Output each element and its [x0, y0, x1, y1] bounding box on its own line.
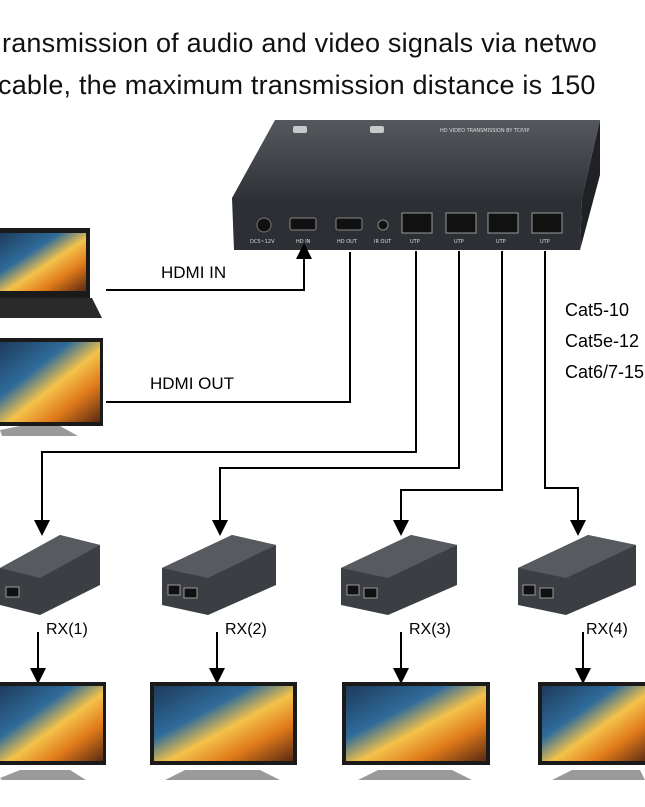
port-label-utp-3: UTP	[496, 239, 506, 245]
cable-spec-2: Cat5e-12	[565, 331, 640, 351]
hdmi-out-label: HDMI OUT	[150, 374, 235, 393]
receiver-1	[0, 535, 100, 615]
utp-port-4-icon	[531, 212, 563, 234]
port-label-utp-4: UTP	[540, 239, 550, 245]
receiver-2	[162, 535, 276, 615]
connection-lines	[30, 243, 591, 684]
rx-label-4: RX(4)	[586, 621, 628, 638]
headline-line-1: ransmission of audio and video signals v…	[2, 28, 597, 58]
local-monitor-stand	[0, 426, 78, 436]
port-label-utp-2: UTP	[454, 239, 464, 245]
utp-line-4	[544, 251, 586, 536]
port-label-hd-out: HD OUT	[337, 239, 358, 245]
hdmi-in-label: HDMI IN	[161, 263, 227, 282]
transmitter-top-label: HD VIDEO TRANSMISSION BY TCP/IP	[440, 128, 529, 134]
local-monitor-screen	[0, 342, 100, 422]
cable-spec-3: Cat6/7-15	[565, 362, 645, 382]
utp-port-2-icon	[445, 212, 477, 234]
receiver-3	[341, 535, 457, 615]
utp-line-1	[34, 251, 417, 536]
rx-label-2: RX(2)	[225, 621, 267, 638]
dc-port-icon	[256, 217, 272, 233]
hdmi-in-line	[106, 243, 312, 291]
laptop-screen	[0, 233, 86, 291]
laptop-source	[0, 228, 102, 318]
remote-monitor-1	[0, 682, 106, 780]
hdmi-out-line	[106, 252, 351, 403]
cable-spec-1: Cat5-10	[565, 300, 630, 320]
transmitter-top	[232, 120, 600, 198]
port-label-ir-out: IR OUT	[374, 239, 392, 245]
port-label-dc: DC5~12V	[250, 239, 275, 245]
hd-out-port-icon	[335, 217, 363, 231]
rx-label-1: RX(1)	[46, 621, 88, 638]
remote-monitor-4	[538, 682, 645, 780]
utp-line-2	[212, 251, 460, 536]
receiver-4	[518, 535, 636, 615]
remote-monitor-3	[342, 682, 490, 780]
rx-label-3: RX(3)	[409, 621, 451, 638]
port-label-utp-1: UTP	[410, 239, 420, 245]
laptop-base	[0, 298, 102, 318]
local-monitor	[0, 338, 103, 436]
ir-out-port-icon	[377, 219, 389, 231]
headline-line-2: cable, the maximum transmission distance…	[0, 70, 596, 100]
utp-port-3-icon	[487, 212, 519, 234]
utp-port-1-icon	[401, 212, 433, 234]
hd-in-port-icon	[289, 217, 317, 231]
remote-monitor-2	[150, 682, 297, 780]
transmitter-side	[580, 120, 600, 250]
transmitter-device: HD VIDEO TRANSMISSION BY TCP/IP DC5~12V …	[232, 120, 600, 250]
utp-line-3	[393, 251, 503, 536]
port-label-hd-in: HD IN	[296, 239, 311, 245]
